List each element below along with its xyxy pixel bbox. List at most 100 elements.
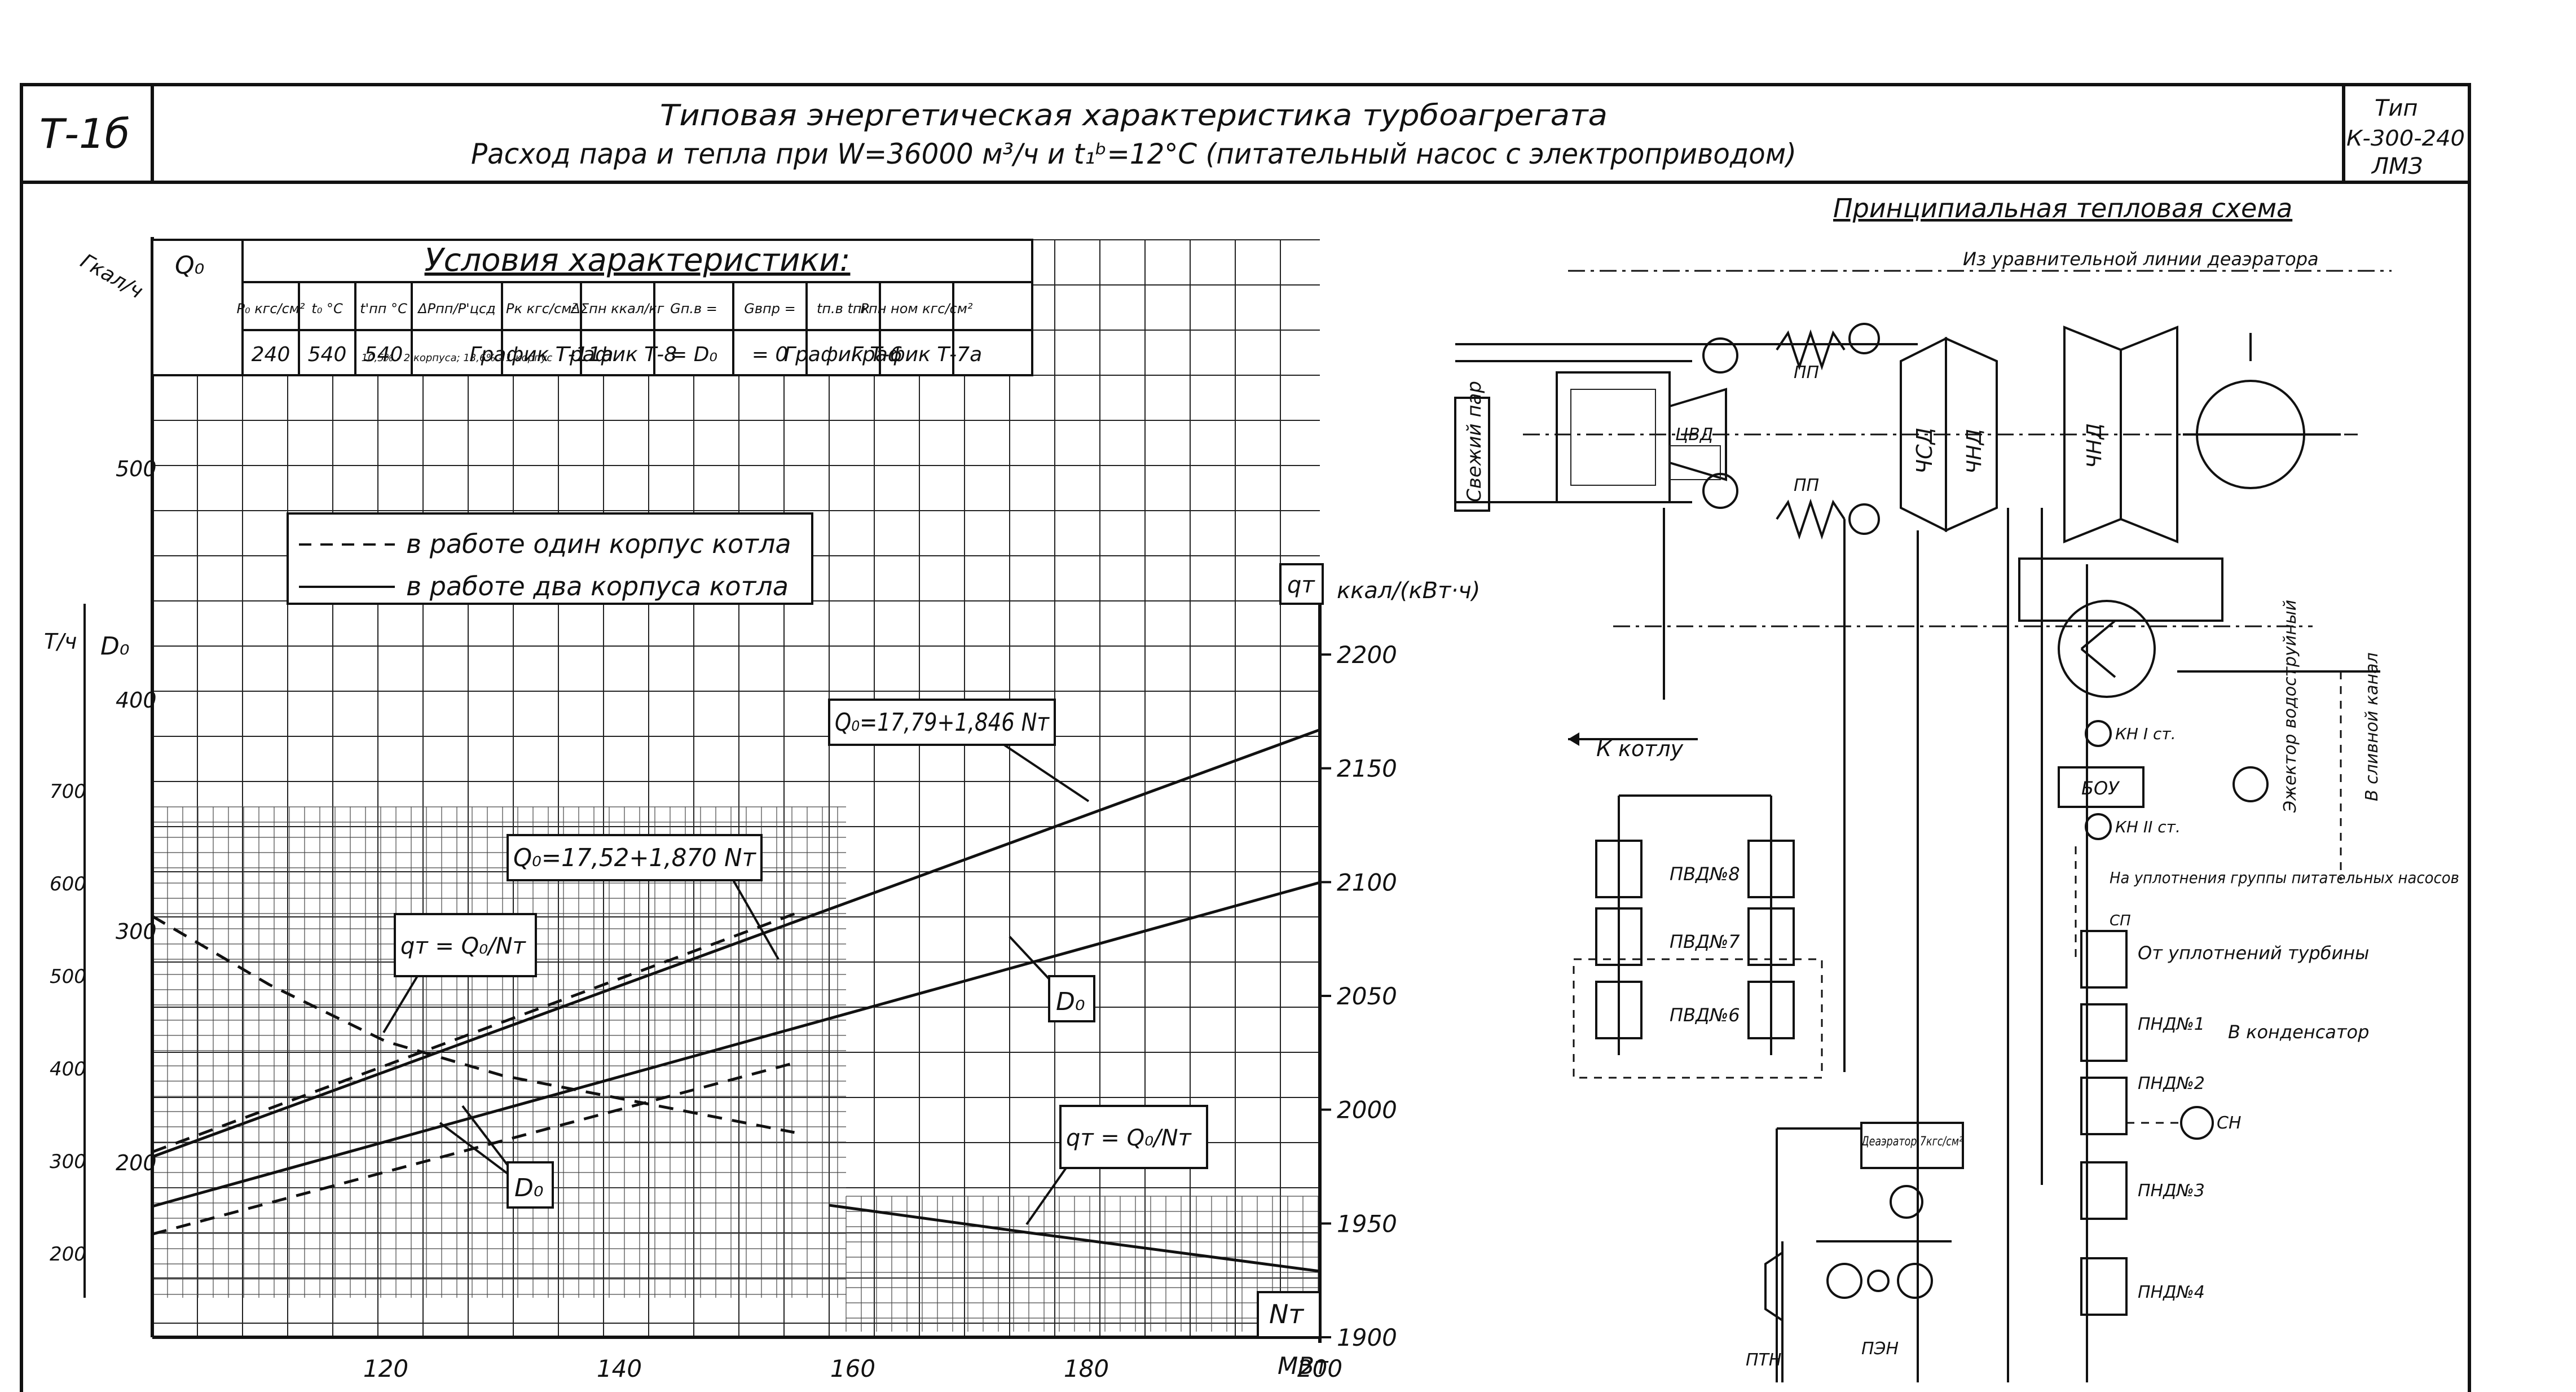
legend-dashed-label: в работе один корпус котла [406, 529, 791, 559]
scheme-sp: СП [2110, 912, 2131, 929]
scheme-sn: СН [2217, 1113, 2242, 1133]
condition-header: P₀ кгс/см² [236, 301, 305, 317]
scheme-pp-top: ПП [1794, 363, 1819, 383]
condition-header: Pк кгс/см² [506, 301, 577, 317]
nt-tick-label: 120 [363, 1355, 408, 1382]
condition-value: 540 [364, 343, 403, 366]
type-value: К-300-240 [2346, 126, 2465, 151]
d0-tick-label: 500 [50, 965, 86, 988]
q0-corner-label: Q₀ [175, 251, 204, 280]
annotation-d0-left: D₀ [514, 1174, 544, 1202]
chart-grid [152, 239, 1320, 1337]
header-title-line1: Типовая энергетическая характеристика ту… [660, 99, 1608, 133]
qt-tick-label: 2150 [1337, 755, 1397, 783]
annotation-q0-two: Q₀=17,79+1,846 Nт [835, 708, 1050, 737]
annotation-q0-two-box [828, 699, 1090, 802]
scheme-ejector: Эжектор водоструйный [2280, 600, 2300, 813]
condition-value: График Т-8 [558, 343, 677, 366]
scheme-pen: ПЭН [1861, 1339, 1899, 1359]
scheme-pvd8: ПВД№8 [1670, 863, 1740, 885]
qt-unit-label: ккал/(кВт·ч) [1337, 578, 1480, 604]
conditions-table [151, 239, 1033, 376]
nt-tick-label: 140 [597, 1355, 642, 1382]
scheme-fresh-steam: Свежий пар [1463, 381, 1486, 502]
annotation-d0-left-box [439, 1105, 554, 1209]
scheme-cvd: ЦВД [1675, 425, 1713, 445]
condition-header: t'пп °C [360, 301, 407, 317]
d0-tick-label: 300 [50, 1151, 86, 1173]
series-line-6 [151, 915, 795, 1134]
d0-tick-label: 200 [50, 1243, 86, 1266]
series-line-1 [152, 728, 1320, 1158]
annotation-q0-one: Q₀=17,52+1,870 Nт [513, 844, 756, 872]
condition-value: = D₀ [670, 343, 717, 366]
condition-header: tп.в tпк [817, 301, 870, 317]
scheme-bou: БОУ [2081, 778, 2120, 799]
scheme-from-seals: От уплотнений турбины [2138, 942, 2369, 964]
q0-unit-label: Гкал/ч [77, 249, 147, 304]
q0-tick-label: 400 [116, 688, 157, 713]
d0-tick-label: 400 [50, 1058, 86, 1081]
q0-tick-label: 300 [116, 919, 157, 944]
qt-tick-label: 2200 [1337, 641, 1397, 669]
qt-tick-label: 1900 [1337, 1324, 1397, 1351]
qt-tick-label: 2100 [1337, 868, 1397, 896]
condition-header: Pпн ном кгс/см² [861, 301, 973, 317]
scheme-kn2: КН II ст. [2115, 818, 2181, 836]
d0-tick-label: 700 [50, 780, 86, 803]
annotation-qt-left-box [382, 913, 537, 1034]
scheme-deaerator-line: Из уравнительной линии деаэратора [1963, 248, 2319, 270]
condition-value: График Т-11а [469, 343, 613, 366]
scheme-pnd3: ПНД№3 [2138, 1181, 2205, 1201]
header-frame [20, 83, 2471, 1392]
q0-tick-label: 500 [116, 456, 157, 481]
annotation-qt-right-box [1025, 1105, 1208, 1226]
condition-value: График Т-6 [784, 343, 902, 366]
scheme-title: Принципиальная тепловая схема [1833, 193, 2292, 223]
condition-header: Gвпр = [744, 301, 795, 317]
d0-axis-label: D₀ [100, 632, 130, 661]
condition-header: Gп.в = [670, 301, 717, 317]
condition-header: ΔPпп/P'цсд [417, 301, 496, 317]
annotation-d0-right: D₀ [1056, 987, 1085, 1016]
scheme-seal-pumps: На уплотнения группы питательных насосов [2110, 868, 2459, 887]
condition-value: 240 [252, 343, 290, 366]
qt-tick-label: 2000 [1337, 1096, 1397, 1124]
annotation-q0-one-box [507, 834, 780, 960]
annotation-qt-left: qт = Q₀/Nт [400, 933, 527, 959]
scheme-cnd-1: ЧНД [1963, 429, 1986, 474]
d0-unit-label: Т/ч [44, 629, 77, 654]
scheme-pvd7: ПВД№7 [1670, 931, 1740, 952]
nt-unit-label: МВт [1278, 1352, 1329, 1380]
series-line-5 [829, 1204, 1320, 1273]
nt-label-box [1257, 1291, 1321, 1338]
scheme-pnd2: ПНД№2 [2138, 1074, 2205, 1094]
qt-label-box [1279, 563, 1324, 605]
scheme-pp-bottom: ПП [1794, 476, 1819, 495]
d0-tick-label: 600 [50, 873, 86, 895]
type-label: Тип [2375, 95, 2418, 121]
nt-tick-label: 180 [1064, 1355, 1109, 1382]
legend [287, 512, 813, 605]
scheme-to-condenser: В конденсатор [2228, 1021, 2369, 1043]
nt-axis-label: Nт [1269, 1299, 1304, 1329]
scheme-cnd-2: ЧНД [2083, 423, 2106, 468]
chart-axes [83, 237, 1322, 1343]
sheet-code: Т-1б [39, 110, 130, 157]
scheme-pvd6: ПВД№6 [1670, 1004, 1740, 1026]
qt-tick-label: 2050 [1337, 982, 1397, 1010]
condition-header: ΔΣпн ккал/кг [570, 301, 664, 317]
scheme-csd: ЧСД [1912, 428, 1937, 474]
series-line-3 [152, 881, 1320, 1208]
qt-tick-label: 1950 [1337, 1210, 1397, 1237]
scheme-pnd4: ПНД№4 [2138, 1283, 2205, 1302]
condition-value: 10,5% - 2 корпуса; 13,6% - 1 корпус [362, 352, 553, 364]
scheme-deaerator: Деаэратор 7кгс/см² [1861, 1135, 1963, 1149]
condition-value: График Т-7а [851, 343, 982, 366]
type-plant: ЛМЗ [2371, 153, 2423, 179]
legend-solid-label: в работе два корпуса котла [406, 571, 789, 601]
conditions-title: Условия характеристики: [425, 242, 851, 279]
scheme-kn1: КН I ст. [2115, 724, 2176, 743]
scheme-pnd1: ПНД№1 [2138, 1015, 2205, 1034]
qt-axis-label: qт [1287, 572, 1315, 598]
